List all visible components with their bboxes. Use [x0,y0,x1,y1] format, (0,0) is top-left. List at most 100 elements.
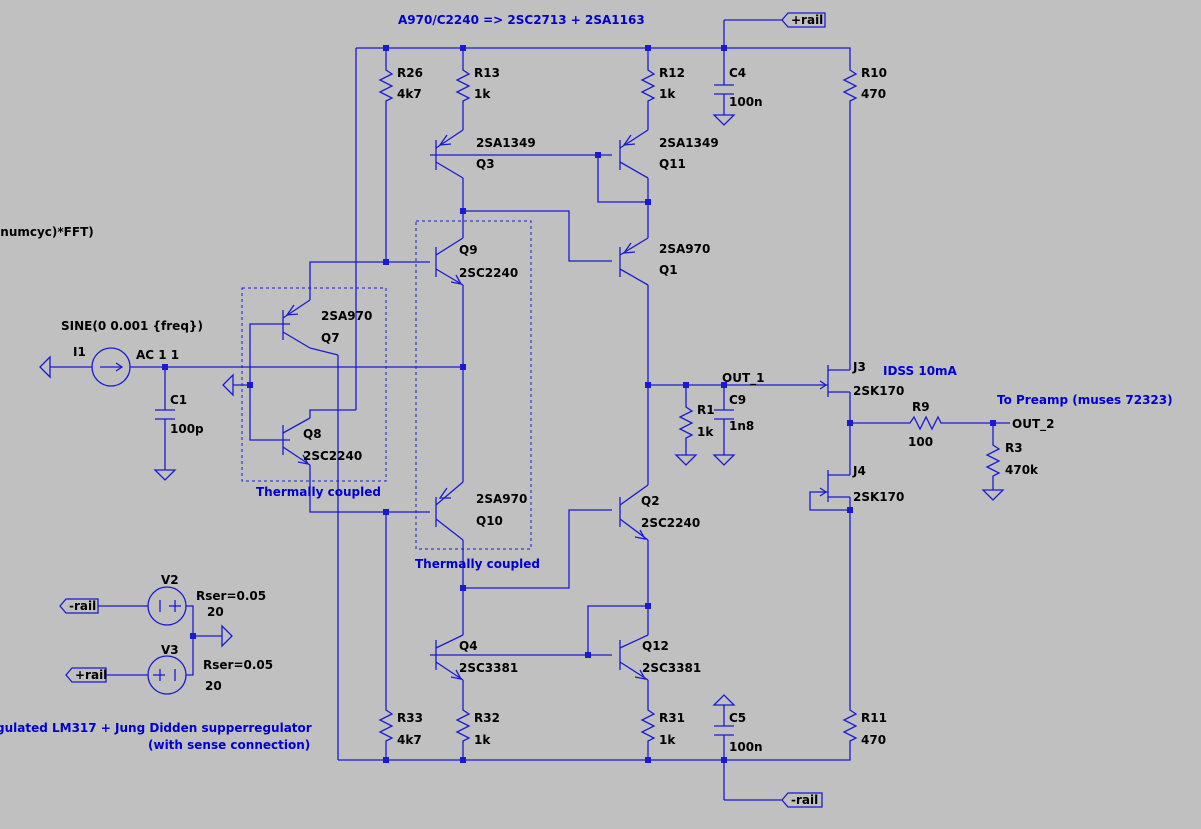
transistor-Q2 [619,484,649,541]
label-Q9-model: 2SC2240 [459,266,518,280]
transistors [282,129,851,681]
ground-icon [674,454,698,466]
regulator-note-line2: (with sense connection) [148,738,310,752]
net-label-plus-rail-top: +rail [791,13,823,27]
resistor-R11 [842,705,858,745]
component-labels: R26 4k7 R13 1k R12 1k C4 100n R10 470 2S… [61,66,1039,754]
label-V3-name: V3 [161,643,179,657]
transistor-Q11 [619,129,649,179]
net-label-out1: OUT_1 [722,371,764,386]
ground-icon [221,624,233,648]
resistor-R31 [640,705,656,745]
label-Q10-name: Q10 [476,514,503,528]
transistor-Q9 [435,237,464,286]
preamp-note: To Preamp (muses 72323) [997,393,1173,407]
label-C4-name: C4 [729,66,746,80]
capacitor-C4 [714,84,734,95]
label-Q8-model: 2SC2240 [303,449,362,463]
transistor-Q3 [435,129,464,179]
label-C9-value: 1n8 [729,419,754,433]
label-Q7-name: Q7 [321,331,340,345]
label-C9-name: C9 [729,393,746,407]
label-Q10-model: 2SA970 [476,492,527,506]
label-Q12-name: Q12 [642,639,669,653]
label-R3-value: 470k [1005,463,1039,477]
label-Q11-name: Q11 [659,157,686,171]
label-R13-value: 1k [474,87,491,101]
resistor-R26 [378,65,394,105]
jfet-J3 [818,362,851,400]
label-V2-name: V2 [161,573,179,587]
label-I1-spec: SINE(0 0.001 {freq}) [61,319,203,333]
current-source-I1 [91,347,131,387]
label-R9-name: R9 [912,400,930,414]
net-flags [59,12,826,808]
capacitor-C1 [155,409,175,420]
ground-icon [712,454,736,466]
label-R26-name: R26 [397,66,423,80]
label-Q2-model: 2SC2240 [641,516,700,530]
label-R31-value: 1k [659,733,676,747]
net-label-out2: OUT_2 [1012,417,1054,432]
transistor-Q7 [282,299,311,349]
resistor-R32 [455,705,471,745]
label-Q12-model: 2SC3381 [642,661,701,675]
label-V3-value: 20 [205,679,222,693]
label-R11-name: R11 [861,711,887,725]
label-R1-value: 1k [697,425,714,439]
label-R1-name: R1 [697,403,715,417]
wires [50,19,1010,801]
label-Q2-name: Q2 [641,494,660,508]
transistor-Q10 [435,481,464,541]
label-Q1-model: 2SA970 [659,242,710,256]
voltage-source-V2 [147,586,187,626]
resistor-R13 [455,65,471,105]
resistor-R9 [905,415,943,431]
label-R10-name: R10 [861,66,887,80]
label-Q4-name: Q4 [459,639,478,653]
label-R12-value: 1k [659,87,676,101]
label-R33-value: 4k7 [397,733,422,747]
transistor-Q12 [619,634,649,681]
label-R12-name: R12 [659,66,685,80]
thermal-coupling-box-center [415,220,532,550]
net-label-plus-rail-v3: +rail [75,668,107,682]
net-label-minus-rail-v2: -rail [69,599,96,613]
capacitor-C5 [714,725,734,736]
resistor-R33 [378,705,394,745]
label-R32-value: 1k [474,733,491,747]
label-J3-model: 2SK170 [853,384,904,398]
label-R3-name: R3 [1005,441,1023,455]
label-R26-value: 4k7 [397,87,422,101]
resistors [378,65,1001,745]
ground-icon [712,694,736,706]
label-Q8-name: Q8 [303,427,322,441]
thermal-coupled-note-center: Thermally coupled [415,557,540,571]
ground-icon [222,373,234,397]
substitution-note: A970/C2240 => 2SC2713 + 2SA1163 [398,13,645,27]
label-Q11-model: 2SA1349 [659,136,719,150]
label-Q3-name: Q3 [476,157,495,171]
label-R31-name: R31 [659,711,685,725]
label-Q7-model: 2SA970 [321,309,372,323]
label-I1-name: I1 [73,345,86,359]
label-R9-value: 100 [908,435,933,449]
resistor-R1 [678,402,694,440]
label-V2-rser: Rser=0.05 [196,589,266,603]
label-R10-value: 470 [861,87,886,101]
transistor-Q1 [619,237,649,286]
jfet-J4 [818,462,851,512]
label-C5-name: C5 [729,711,746,725]
label-R11-value: 470 [861,733,886,747]
label-C5-value: 100n [729,740,763,754]
label-C4-value: 100n [729,95,763,109]
label-R32-name: R32 [474,711,500,725]
transistor-Q8 [282,417,311,466]
resistor-R3 [985,440,1001,478]
capacitor-C9 [714,409,734,420]
thermal-coupling-box-left [241,287,387,482]
label-J4-model: 2SK170 [853,490,904,504]
regulator-note-line1: gulated LM317 + Jung Didden supperregula… [0,721,312,735]
label-R33-name: R33 [397,711,423,725]
label-C1-value: 100p [170,422,204,436]
